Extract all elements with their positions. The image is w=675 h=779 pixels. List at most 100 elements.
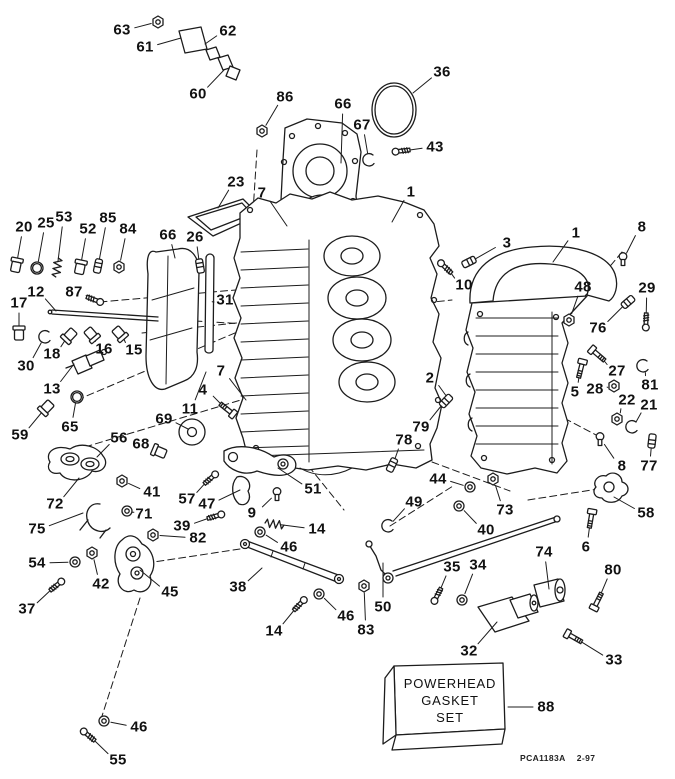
screw-icon xyxy=(430,586,444,605)
plate-code-number: PCA1183A xyxy=(520,753,566,763)
gasket-box-line3: SET xyxy=(436,709,464,725)
leader-line xyxy=(261,497,272,508)
leader-line xyxy=(613,496,635,509)
pin-icon xyxy=(647,433,657,449)
leader-line xyxy=(36,588,52,604)
gasket-box-line1: POWERHEAD xyxy=(403,676,497,691)
pin-icon xyxy=(385,457,399,473)
nut-icon xyxy=(256,124,268,138)
leader-line xyxy=(412,77,432,94)
plug-icon xyxy=(111,325,130,344)
leader-line xyxy=(464,573,474,595)
bushing-74-drawing xyxy=(533,578,566,608)
leader-line xyxy=(139,569,160,587)
leader-line xyxy=(120,238,126,261)
leader-line xyxy=(364,134,369,154)
clamp-75-drawing xyxy=(79,503,111,539)
leader-line xyxy=(57,226,63,262)
leader-line xyxy=(265,104,279,126)
washer-icon xyxy=(121,505,133,517)
clip-icon xyxy=(625,419,638,434)
leader-line xyxy=(340,113,344,164)
leader-line xyxy=(60,363,75,382)
leader-line xyxy=(450,480,464,486)
leader-line xyxy=(429,405,442,421)
crankcase-half-drawing xyxy=(463,245,618,475)
link-rod-38-drawing xyxy=(239,538,345,585)
leader-line xyxy=(157,37,182,46)
leader-line xyxy=(477,621,498,645)
screw-icon xyxy=(391,147,411,156)
screw-icon xyxy=(85,294,105,307)
leader-line xyxy=(438,385,448,398)
washer-icon xyxy=(313,588,325,600)
clip-icon xyxy=(38,329,51,344)
leader-line xyxy=(571,295,579,315)
clip-icon xyxy=(362,152,375,167)
plug-icon xyxy=(74,258,88,276)
leader-line xyxy=(282,608,296,625)
oring-icon xyxy=(70,390,84,404)
bolt-icon xyxy=(586,507,598,529)
leader-line xyxy=(603,443,615,459)
spring-icon xyxy=(51,257,63,278)
fitting-icon xyxy=(272,487,282,502)
leader-line xyxy=(607,306,624,322)
leader-line xyxy=(49,561,69,564)
clip-icon xyxy=(636,358,649,373)
leader-line xyxy=(32,342,42,359)
nut-icon xyxy=(358,579,370,593)
gasket-set-box-drawing xyxy=(382,662,506,751)
leader-line xyxy=(619,408,622,414)
pin-icon xyxy=(461,255,477,269)
leader-line xyxy=(93,559,98,575)
screw-icon xyxy=(206,510,226,521)
leader-line xyxy=(217,189,230,209)
leader-line xyxy=(280,524,305,529)
leader-line xyxy=(134,23,152,29)
powerhead-gasket-set-label: POWERHEAD GASKET SET xyxy=(399,676,501,727)
leader-line xyxy=(96,444,110,458)
nut-icon xyxy=(113,260,125,274)
pin-icon xyxy=(92,258,104,274)
spark-lead-drawing xyxy=(178,26,241,81)
leader-line xyxy=(16,236,22,260)
washer-icon xyxy=(69,556,81,568)
leader-line xyxy=(578,639,604,656)
part-glyphs xyxy=(10,15,657,743)
fuel-pump-rod-drawing xyxy=(47,309,159,322)
nut-icon xyxy=(608,379,620,393)
plug-icon xyxy=(149,443,168,459)
leader-line xyxy=(159,535,186,538)
leader-line xyxy=(196,246,200,260)
cam-follower-47-drawing xyxy=(232,475,251,506)
washer-plate-69-drawing xyxy=(178,418,206,446)
intake-manifold-drawing xyxy=(47,444,107,481)
mount-58-drawing xyxy=(593,472,629,503)
leader-line xyxy=(48,512,84,527)
leader-line xyxy=(204,35,218,45)
leader-lines xyxy=(16,23,652,755)
bracket-45-drawing xyxy=(114,535,155,593)
leader-line xyxy=(463,510,477,524)
leader-line xyxy=(128,482,141,490)
plug-icon xyxy=(59,327,78,346)
cylinder-block-drawing xyxy=(232,191,443,476)
pin-icon xyxy=(438,393,454,409)
leader-line xyxy=(28,411,43,429)
leader-line xyxy=(207,69,225,88)
washer-icon xyxy=(453,500,465,512)
leader-line xyxy=(171,244,176,259)
screw-icon xyxy=(48,577,66,593)
leader-line xyxy=(110,721,127,726)
leader-line xyxy=(269,200,288,227)
leader-line xyxy=(63,477,80,498)
washer-icon xyxy=(254,526,266,538)
leader-line xyxy=(650,447,652,457)
leader-line xyxy=(247,567,263,582)
screw-icon xyxy=(202,470,220,486)
screw-icon xyxy=(291,595,308,613)
leader-line xyxy=(552,240,569,263)
